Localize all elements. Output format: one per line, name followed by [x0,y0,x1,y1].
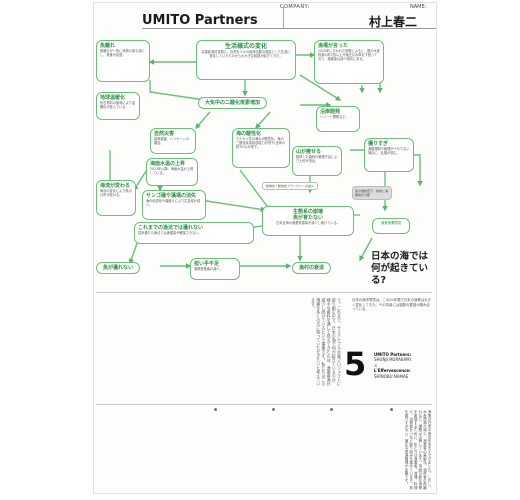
article-body-upper: う。これまで、サステナブル水産プロジェクトに取り組む中で、日本の海で何が起きてい… [310,298,342,386]
node-co2-increase: 大気中の二酸化炭素増加 [198,97,268,109]
node-current-change-title: 海流が変わる [100,183,131,189]
node-natural-disaster-desc: 豪雨被害、ハリケーンの増加。 [154,137,189,146]
index-name: SHUNJI MURAKAMI [374,357,411,363]
node-fish-avoidance: 魚離れ 魚離れが一気に消費の量も減少し、魚食が衰退。 [96,40,150,82]
company-name: UMITO Partners [142,13,258,28]
node-fishing-grounds-title: 漁場が言った [318,43,349,49]
node-village-decline: 漁村の衰退 [292,262,332,274]
header-name-label: NAME: [410,4,427,10]
header-rule [142,28,436,29]
node-ocean-acidification-desc: アルカリ性の海水が酸性化。海の二酸化炭素吸収能力が低下(全体の約30%)が低下。 [236,137,286,150]
node-labor-shortage-title: 担い手不足 [194,261,220,267]
node-mountain-thinning-title: 山が痩せる [296,149,322,155]
node-overfishing-desc: 漁獲規制や管理が十分でない場合に、乱獲が進む。 [368,147,410,156]
node-price-drop: 魚の価格低下、産地と消費地の分断 [352,186,392,200]
node-ecosystem-collapse: 生態系の崩壊 魚が育たない 日本近海の漁業資源量が減少し続けている。 [262,206,354,236]
node-fishing-grounds: 漁場が言った 2020年に行われた調査によると、国の水産資源の約7割以上が適正な… [314,40,384,84]
node-ocean-acidification: 海の酸性化 アルカリ性の海水が酸性化。海の二酸化炭素吸収能力が低下(全体の約30… [232,128,290,168]
node-global-warming-title: 地球温暖化 [100,95,126,101]
bullet-dot [214,408,217,411]
node-fishing-grounds-desc: 2020年に行われた調査によると、国の水産資源の約7割以上が適正な水準を下回って… [318,49,380,62]
node-mountain-thinning-desc: 植林した森林の管理不足により土砂が流出。 [296,155,338,164]
index-sep: × [374,362,378,368]
section-rule [96,292,432,293]
node-ecosystem-collapse-title: 生態系の崩壊 [292,209,323,215]
diagram-question: 日本の海では何が起きている? [371,251,429,286]
node-current-change: 海流が変わる 海流の変化により魚の分布が変わる。 [96,180,136,216]
node-fish-avoidance-desc: 魚離れが一気に消費の量も減少し、魚食が衰退。 [100,49,145,58]
article-body-lower: 漁業は日本の食文化を支えてきました。しかし、水産資源の減少、漁業者の高齢化、消費… [405,410,432,490]
bullet-dot [272,408,275,411]
node-fish-avoidance-title: 魚離れ [100,43,116,49]
node-coastal-development: 沿岸開発 リゾート開発など。 [316,106,360,132]
node-mountain-thinning: 山が痩せる 植林した森林の管理不足により土砂が流出。 [292,146,342,176]
bullet-dot [390,408,393,411]
node-cant-catch: 魚が獲れない [96,262,141,274]
bullet-dot [330,408,333,411]
node-coral-loss-desc: 海の砂漠化や磯焼けにより生息域が減少。 [146,199,201,208]
node-old-methods-title: これまでの漁法では獲れない [138,225,204,231]
node-sea-temperature: 海面水温の上昇 2023年以降、海面水温が上昇している。 [146,158,198,186]
node-sea-temperature-title: 海面水温の上昇 [150,161,186,167]
header-divider [283,6,284,28]
node-aquaculture: 漁業漁業環境 [372,218,410,234]
node-ecosystem-collapse-desc: 日本近海の漁業資源量が減少し続けている。 [276,221,340,225]
section-rule-lower [96,404,432,405]
article-caption: 日本の海洋環境は、この40年間で日本の漁業は大きく変化してきた。その背景には複数… [352,298,431,312]
node-natural-disaster: 自然災害 豪雨被害、ハリケーンの増加。 [150,128,196,154]
index-company: UMITO Partners: [374,352,412,357]
node-sea-temperature-desc: 2023年以降、海面水温が上昇している。 [150,167,194,176]
node-lifestyle-change: 生活様式の変化 高度経済成長期に、自然を人々の経済活動の基盤とした生産に依存して… [196,40,296,80]
index-partner-name: SHINOBU NAMAE [374,373,409,379]
node-coastal-development-title: 沿岸開発 [320,109,341,115]
node-old-methods: これまでの漁法では獲れない 従来通りの漁法では漁獲量が確保できない。 [134,222,254,244]
node-coastal-development-desc: リゾート開発など。 [320,115,349,119]
node-labor-shortage-desc: 漁業就業者の減少。 [194,267,223,271]
node-ecosystem-collapse-title2: 魚が育たない [292,215,323,221]
node-ocean-acidification-title: 海の酸性化 [236,131,262,137]
node-coral-loss: サンゴ礁や藻場の消失 海の砂漠化や磯焼けにより生息域が減少。 [142,190,206,220]
node-lifestyle-change-desc: 高度経済成長期に、自然を人々の経済活動の基盤とした生産に依存していたものからの大… [201,50,291,59]
tag-plankton-decline: 植物性 / 動物性プランクトンの減少 [262,182,318,190]
node-coral-loss-title: サンゴ礁や藻場の消失 [146,193,197,199]
node-old-methods-desc: 従来通りの漁法では漁獲量が確保できない。 [138,231,202,235]
node-overfishing-title: 獲りすぎ [368,141,389,147]
header-company-label: COMPANY: [280,4,310,10]
node-lifestyle-change-title: 生活様式の変化 [224,43,267,50]
index-partner: L'Effervescence: [374,368,411,374]
node-natural-disaster-title: 自然災害 [154,131,175,137]
node-overfishing: 獲りすぎ 漁獲規制や管理が十分でない場合に、乱獲が進む。 [364,138,414,172]
person-name: 村上春二 [369,15,418,29]
node-current-change-desc: 海流の変化により魚の分布が変わる。 [100,189,132,198]
node-global-warming-desc: 化石燃料の使用により温暖化が進んでいる。 [100,101,135,110]
article-number: 5 [344,345,367,383]
node-labor-shortage: 担い手不足 漁業就業者の減少。 [190,258,240,280]
node-global-warming: 地球温暖化 化石燃料の使用により温暖化が進んでいる。 [96,92,140,120]
article-index: UMITO Partners: SHUNJI MURAKAMI × L'Effe… [374,352,411,379]
